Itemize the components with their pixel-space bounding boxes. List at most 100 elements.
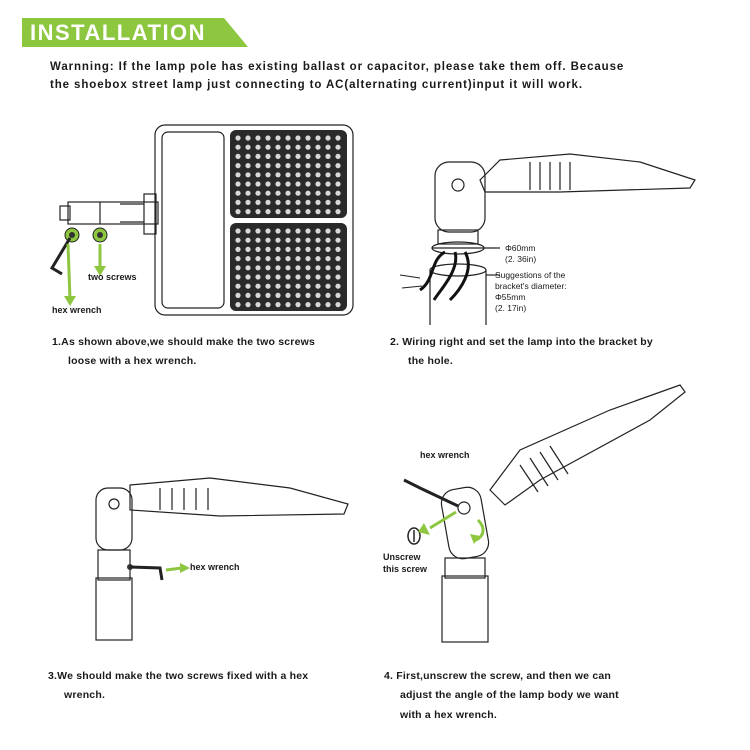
led-dot — [295, 199, 301, 205]
led-dot — [255, 144, 261, 150]
led-dot — [295, 144, 301, 150]
led-dot — [315, 246, 321, 252]
led-dot — [285, 246, 291, 252]
led-dot — [315, 163, 321, 169]
led-dot — [235, 246, 241, 252]
led-dot — [255, 283, 261, 289]
led-dot — [335, 265, 341, 271]
led-dot — [315, 274, 321, 280]
label-unscrew-2: this screw — [383, 564, 428, 574]
led-dot — [285, 209, 291, 215]
led-dot — [305, 144, 311, 150]
led-dot — [245, 163, 251, 169]
led-dot — [265, 209, 271, 215]
led-dot — [325, 163, 331, 169]
led-dot — [285, 228, 291, 234]
led-dot — [305, 172, 311, 178]
led-dot — [245, 302, 251, 308]
figure-1-lamp-top-view — [49, 124, 354, 316]
led-dot — [235, 163, 241, 169]
led-dot — [295, 246, 301, 252]
led-dot — [325, 256, 331, 262]
led-dot — [235, 199, 241, 205]
led-dot — [295, 172, 301, 178]
led-dot — [275, 144, 281, 150]
led-dot — [285, 172, 291, 178]
led-dot — [255, 237, 261, 243]
led-dot — [235, 190, 241, 196]
led-dot — [325, 228, 331, 234]
led-dot — [315, 283, 321, 289]
led-dot — [255, 292, 261, 298]
led-dot — [325, 274, 331, 280]
led-dot — [245, 256, 251, 262]
led-dot — [295, 153, 301, 159]
led-dot — [315, 265, 321, 271]
led-dot — [305, 256, 311, 262]
led-dot — [255, 172, 261, 178]
led-dot — [275, 135, 281, 141]
led-dot — [245, 144, 251, 150]
led-dot — [315, 292, 321, 298]
led-dot — [295, 302, 301, 308]
led-dot — [285, 292, 291, 298]
led-dot — [285, 265, 291, 271]
led-dot — [265, 265, 271, 271]
led-dot — [275, 181, 281, 187]
figure-3-lamp-fixed — [95, 477, 349, 641]
led-dot — [245, 190, 251, 196]
led-dot — [285, 135, 291, 141]
dim-inner: Φ55mm — [495, 292, 526, 302]
led-dot — [325, 302, 331, 308]
led-dot — [275, 283, 281, 289]
led-dot — [285, 274, 291, 280]
led-dot — [305, 163, 311, 169]
led-dot — [235, 265, 241, 271]
section-banner — [22, 18, 248, 47]
led-dot — [275, 256, 281, 262]
step-4-line-3: with a hex wrench. — [400, 709, 497, 721]
led-dot — [275, 265, 281, 271]
led-dot — [285, 153, 291, 159]
label-unscrew-1: Unscrew — [383, 552, 421, 562]
led-dot — [315, 135, 321, 141]
led-dot — [285, 199, 291, 205]
led-dot — [295, 265, 301, 271]
led-dot — [255, 209, 261, 215]
led-dot — [245, 283, 251, 289]
led-dot — [305, 135, 311, 141]
dim-outer-in: (2. 36in) — [505, 254, 537, 264]
step-2-line-1: 2. Wiring right and set the lamp into th… — [390, 336, 653, 348]
led-dot — [245, 265, 251, 271]
warning-line-1: Warnning: If the lamp pole has existing … — [50, 61, 625, 73]
led-dot — [295, 135, 301, 141]
led-dot — [335, 274, 341, 280]
led-dot — [295, 237, 301, 243]
led-dot — [335, 292, 341, 298]
suggest-line-2: bracket's diameter: — [495, 281, 567, 291]
led-dot — [335, 283, 341, 289]
led-dot — [335, 163, 341, 169]
led-dot — [265, 135, 271, 141]
led-dot — [245, 228, 251, 234]
led-dot — [305, 237, 311, 243]
led-dot — [325, 190, 331, 196]
led-dot — [265, 163, 271, 169]
led-dot — [265, 199, 271, 205]
step-4-line-1: 4. First,unscrew the screw, and then we … — [384, 670, 612, 682]
led-dot — [245, 237, 251, 243]
led-dot — [305, 246, 311, 252]
led-dot — [235, 135, 241, 141]
led-dot — [315, 181, 321, 187]
led-dot — [245, 274, 251, 280]
led-dot — [305, 199, 311, 205]
step-1-line-1: 1.As shown above,we should make the two … — [52, 336, 316, 348]
led-dot — [325, 172, 331, 178]
led-dot — [265, 292, 271, 298]
led-dot — [305, 283, 311, 289]
led-dot — [255, 302, 261, 308]
led-dot — [245, 172, 251, 178]
led-dot — [275, 209, 281, 215]
led-dot — [265, 274, 271, 280]
led-dot — [255, 135, 261, 141]
